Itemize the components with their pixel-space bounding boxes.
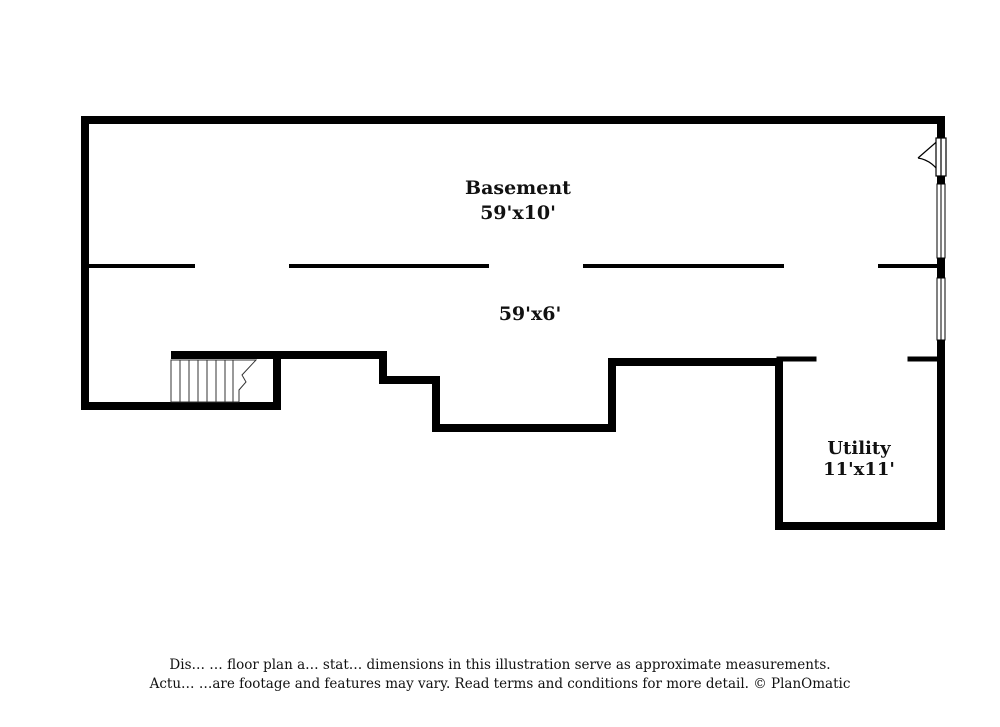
- room-dimensions-utility: 11'x11': [823, 459, 895, 480]
- room-name-basement: Basement: [465, 177, 571, 199]
- window-icon: [936, 183, 946, 259]
- disclaimer-line-1: Dis… … floor plan a… stat… dimensions in…: [169, 657, 831, 673]
- room-dimensions-hall: 59'x6': [499, 303, 562, 325]
- window-icon: [936, 277, 946, 341]
- disclaimer-line-2: Actu… …are footage and features may vary…: [149, 676, 851, 692]
- outer-wall: [81, 116, 945, 410]
- door-icon: [917, 137, 947, 177]
- room-name-utility: Utility: [827, 438, 891, 459]
- room-dimensions-basement: 59'x10': [480, 202, 556, 224]
- stairs-icon: [170, 359, 258, 403]
- walls: [81, 116, 945, 530]
